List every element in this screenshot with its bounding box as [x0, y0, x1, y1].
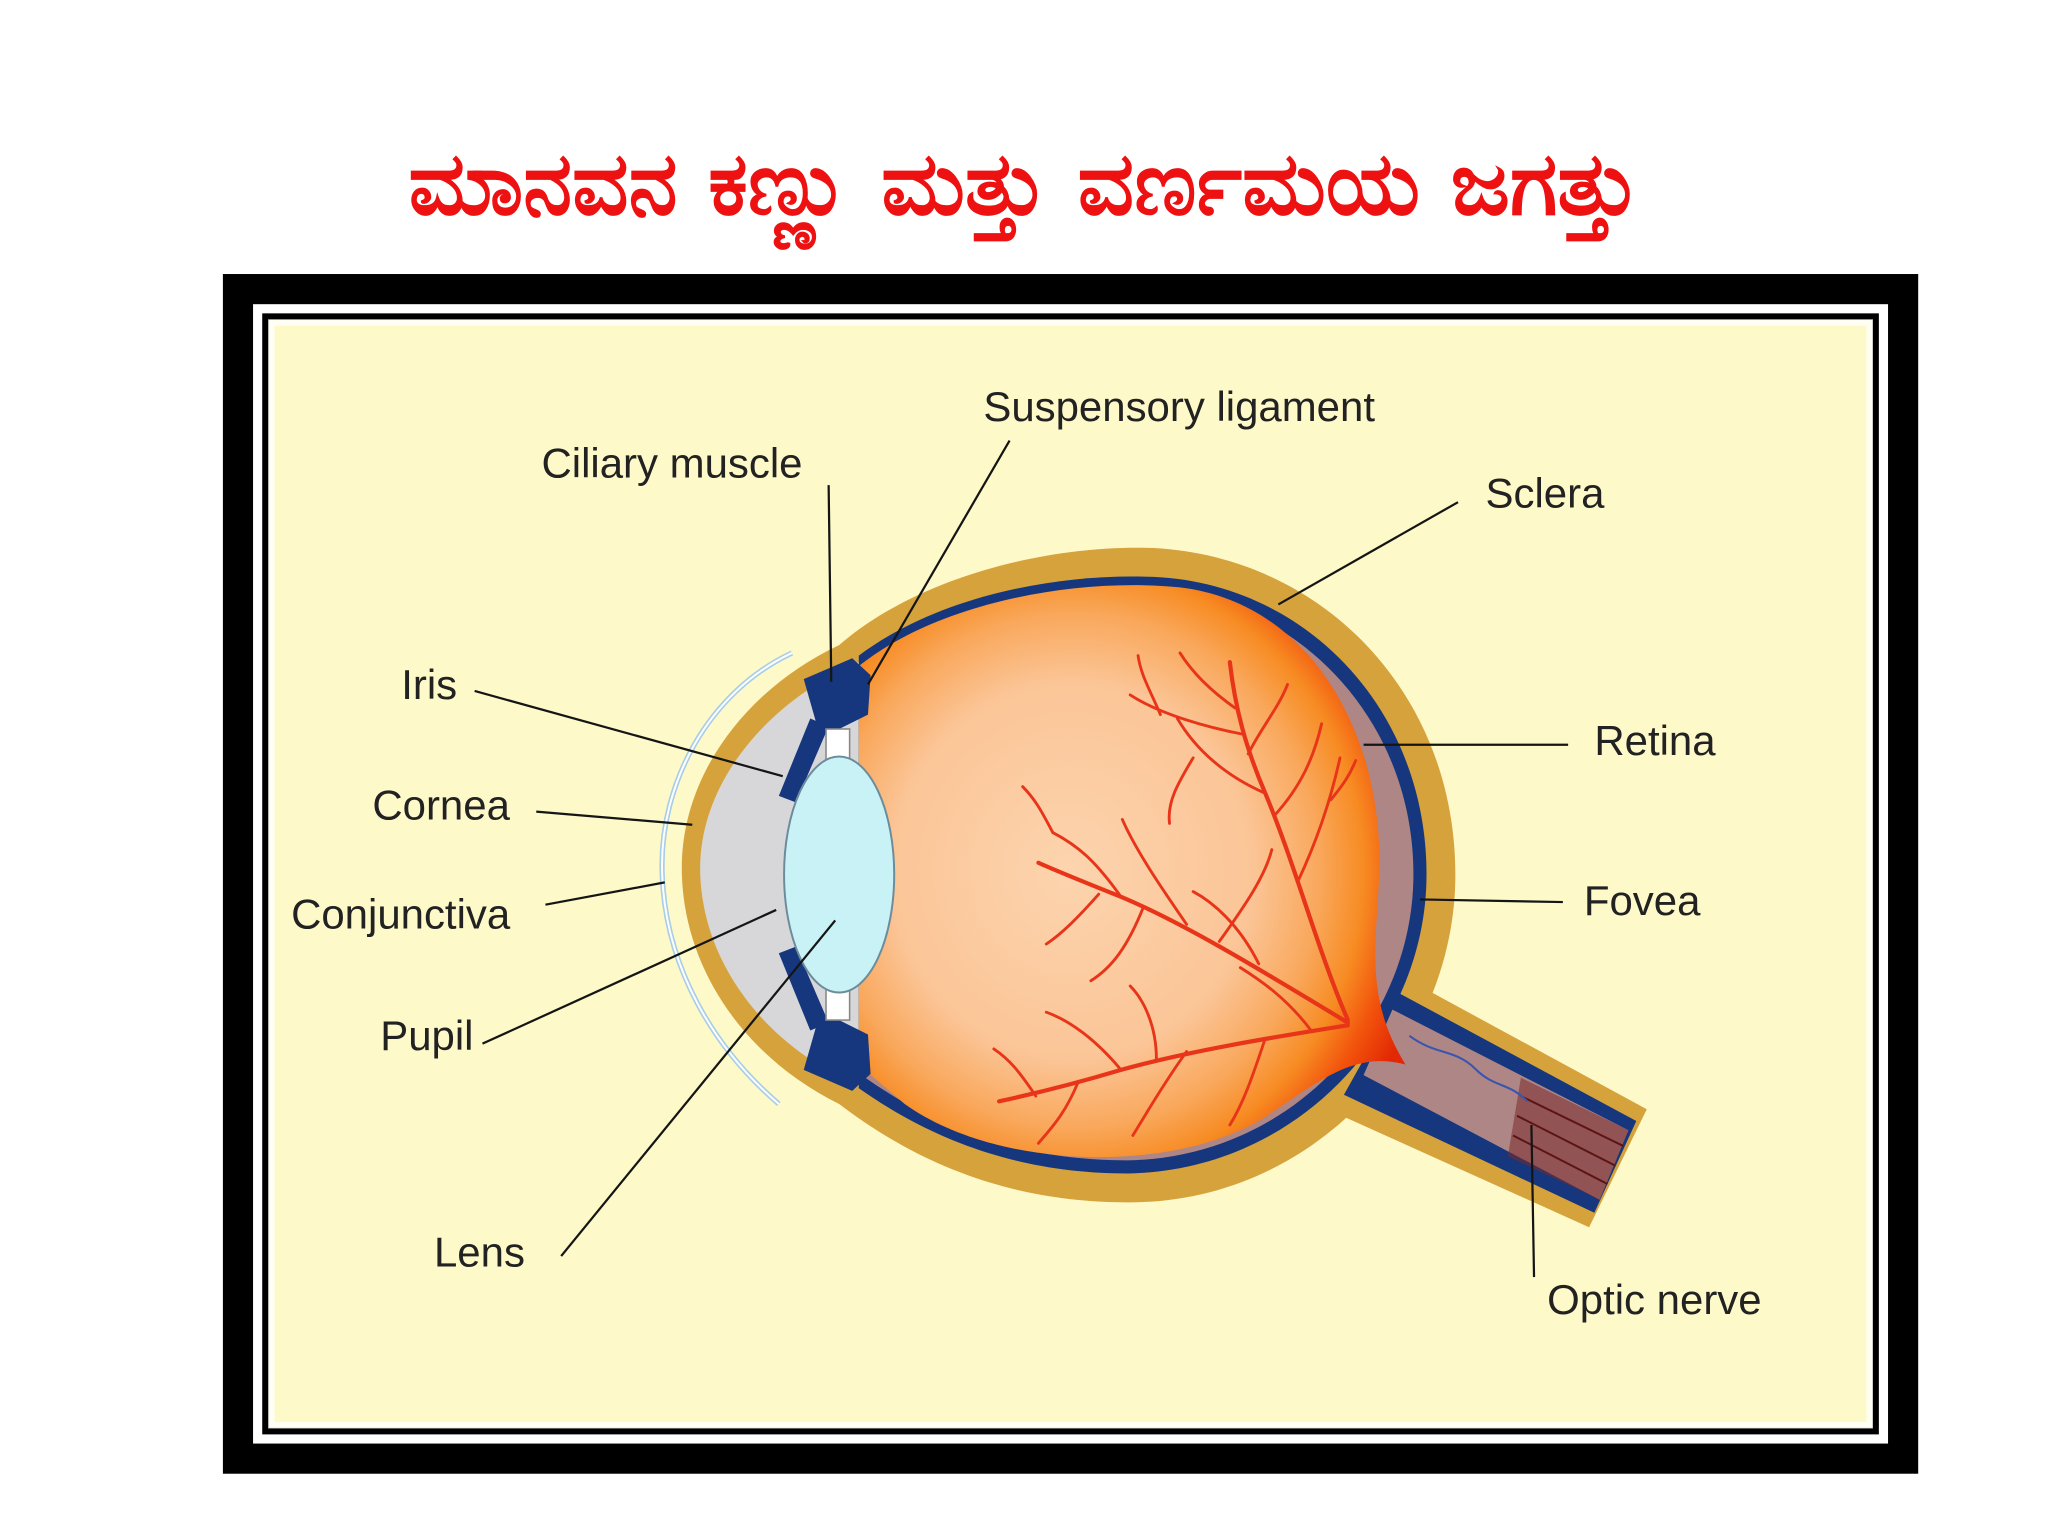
pointer-line-pupil [482, 908, 777, 1045]
diagram-labels: Suspensory ligament Ciliary muscle Scler… [291, 383, 1762, 1323]
blood-vessel [1128, 984, 1158, 1061]
blood-vessel [1036, 1081, 1080, 1145]
nerve-fibre-line [1512, 1134, 1608, 1185]
anterior-eye [659, 650, 896, 1106]
eyeball [681, 547, 1647, 1228]
pointer-line-lens [560, 919, 837, 1257]
pointer-line-optic-nerve [1530, 1124, 1536, 1278]
pointer-line-ciliary-muscle [827, 485, 833, 682]
label-fovea: Fovea [1584, 877, 1701, 924]
blood-vessel [992, 1047, 1038, 1098]
pointer-line-suspensory-ligament [867, 439, 1011, 685]
panel-glow [268, 319, 1873, 1429]
central-retinal-vessel [1408, 1034, 1529, 1103]
blood-vessels [992, 651, 1358, 1145]
pointer-lines [474, 439, 1569, 1278]
blood-vessel [1191, 890, 1261, 966]
blood-vessel [1228, 1036, 1267, 1127]
blood-vessel [996, 1023, 1350, 1104]
label-iris: Iris [401, 661, 457, 708]
blood-vessel [1036, 860, 1350, 1025]
pointer-line-fovea [1419, 898, 1563, 904]
iris-lower [778, 946, 829, 1031]
nerve-fibre-line [1520, 1095, 1624, 1147]
label-sclera: Sclera [1486, 469, 1606, 516]
pointer-line-iris [474, 689, 784, 778]
vitreous-humour [858, 585, 1406, 1158]
blood-vessel [1175, 717, 1267, 795]
optic-nerve-fibres [1507, 1077, 1629, 1200]
blood-vessel [1272, 722, 1324, 817]
pointer-line-conjunctiva [545, 881, 665, 906]
pointer-line-sclera [1277, 501, 1459, 606]
blood-vessel [1227, 660, 1350, 1023]
label-ciliary-muscle: Ciliary muscle [542, 439, 803, 486]
blood-vessel [1217, 848, 1274, 943]
iris-upper [778, 718, 829, 803]
nerve-fibre-line [1516, 1114, 1616, 1167]
blood-vessel [1128, 693, 1245, 736]
blood-vessel [1329, 759, 1358, 802]
blood-vessel [1131, 1050, 1189, 1137]
blood-vessel [1136, 654, 1162, 717]
lens-shape [783, 755, 896, 994]
label-conjunctiva: Conjunctiva [291, 890, 511, 937]
blood-vessel [1238, 966, 1313, 1032]
label-retina: Retina [1594, 717, 1716, 764]
blood-vessel [1167, 756, 1195, 825]
label-suspensory-ligament: Suspensory ligament [983, 383, 1375, 430]
label-optic-nerve: Optic nerve [1547, 1276, 1761, 1323]
label-cornea: Cornea [372, 781, 510, 828]
conjunctiva-highlight [661, 652, 793, 1105]
blood-vessel [1120, 818, 1189, 926]
blood-vessel [1051, 831, 1123, 899]
pointer-line-cornea [536, 810, 693, 826]
slide-title: ಮಾನವನ ಕಣ್ಣು ಮತ್ತು ವರ್ಣಮಯ ಜಗತ್ತು [408, 132, 1640, 235]
optic-nerve-detail [1408, 1034, 1629, 1200]
blood-vessel [1044, 892, 1101, 946]
label-pupil: Pupil [380, 1012, 473, 1059]
blood-vessel [1089, 905, 1145, 983]
blood-vessel [1246, 682, 1289, 756]
ciliary-body-lower [803, 1014, 871, 1091]
label-lens: Lens [434, 1229, 525, 1276]
blood-vessel [1296, 756, 1342, 883]
blood-vessel [1021, 785, 1055, 835]
ciliary-body-upper [803, 658, 871, 735]
blood-vessel [1178, 651, 1237, 710]
blood-vessel [1044, 1010, 1123, 1072]
